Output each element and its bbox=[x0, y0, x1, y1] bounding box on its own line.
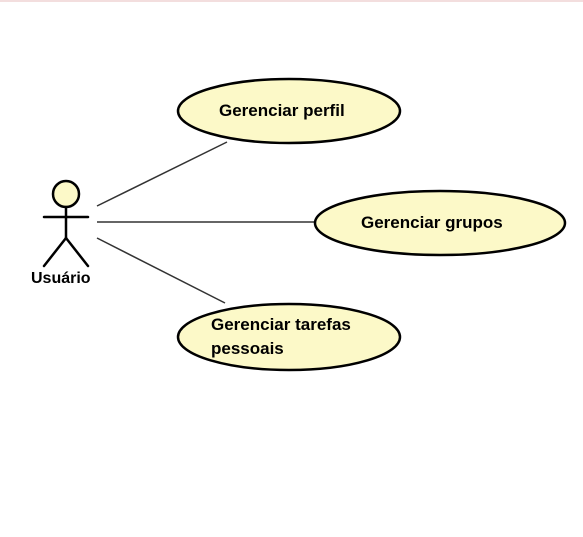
use-case-ellipse-grupos[interactable] bbox=[313, 189, 567, 257]
use-case-label-tarefas-line2: pessoais bbox=[211, 339, 284, 358]
use-case-label-perfil: Gerenciar perfil bbox=[219, 101, 345, 120]
actor-label: Usuário bbox=[31, 270, 91, 287]
actor-right-leg bbox=[64, 236, 90, 268]
use-case-ellipse-perfil[interactable] bbox=[176, 77, 402, 145]
actor-left-leg bbox=[42, 236, 68, 268]
actor-stick-figure-icon[interactable] bbox=[42, 179, 90, 268]
use-case-label-tarefas-line1: Gerenciar tarefas bbox=[211, 315, 351, 334]
actor-head bbox=[51, 179, 81, 209]
top-border bbox=[0, 0, 583, 2]
association-line-perfil bbox=[96, 141, 228, 207]
association-line-tarefas bbox=[96, 237, 226, 304]
use-case-label-grupos: Gerenciar grupos bbox=[361, 213, 503, 232]
use-case-ellipse-tarefas[interactable] bbox=[176, 302, 402, 372]
